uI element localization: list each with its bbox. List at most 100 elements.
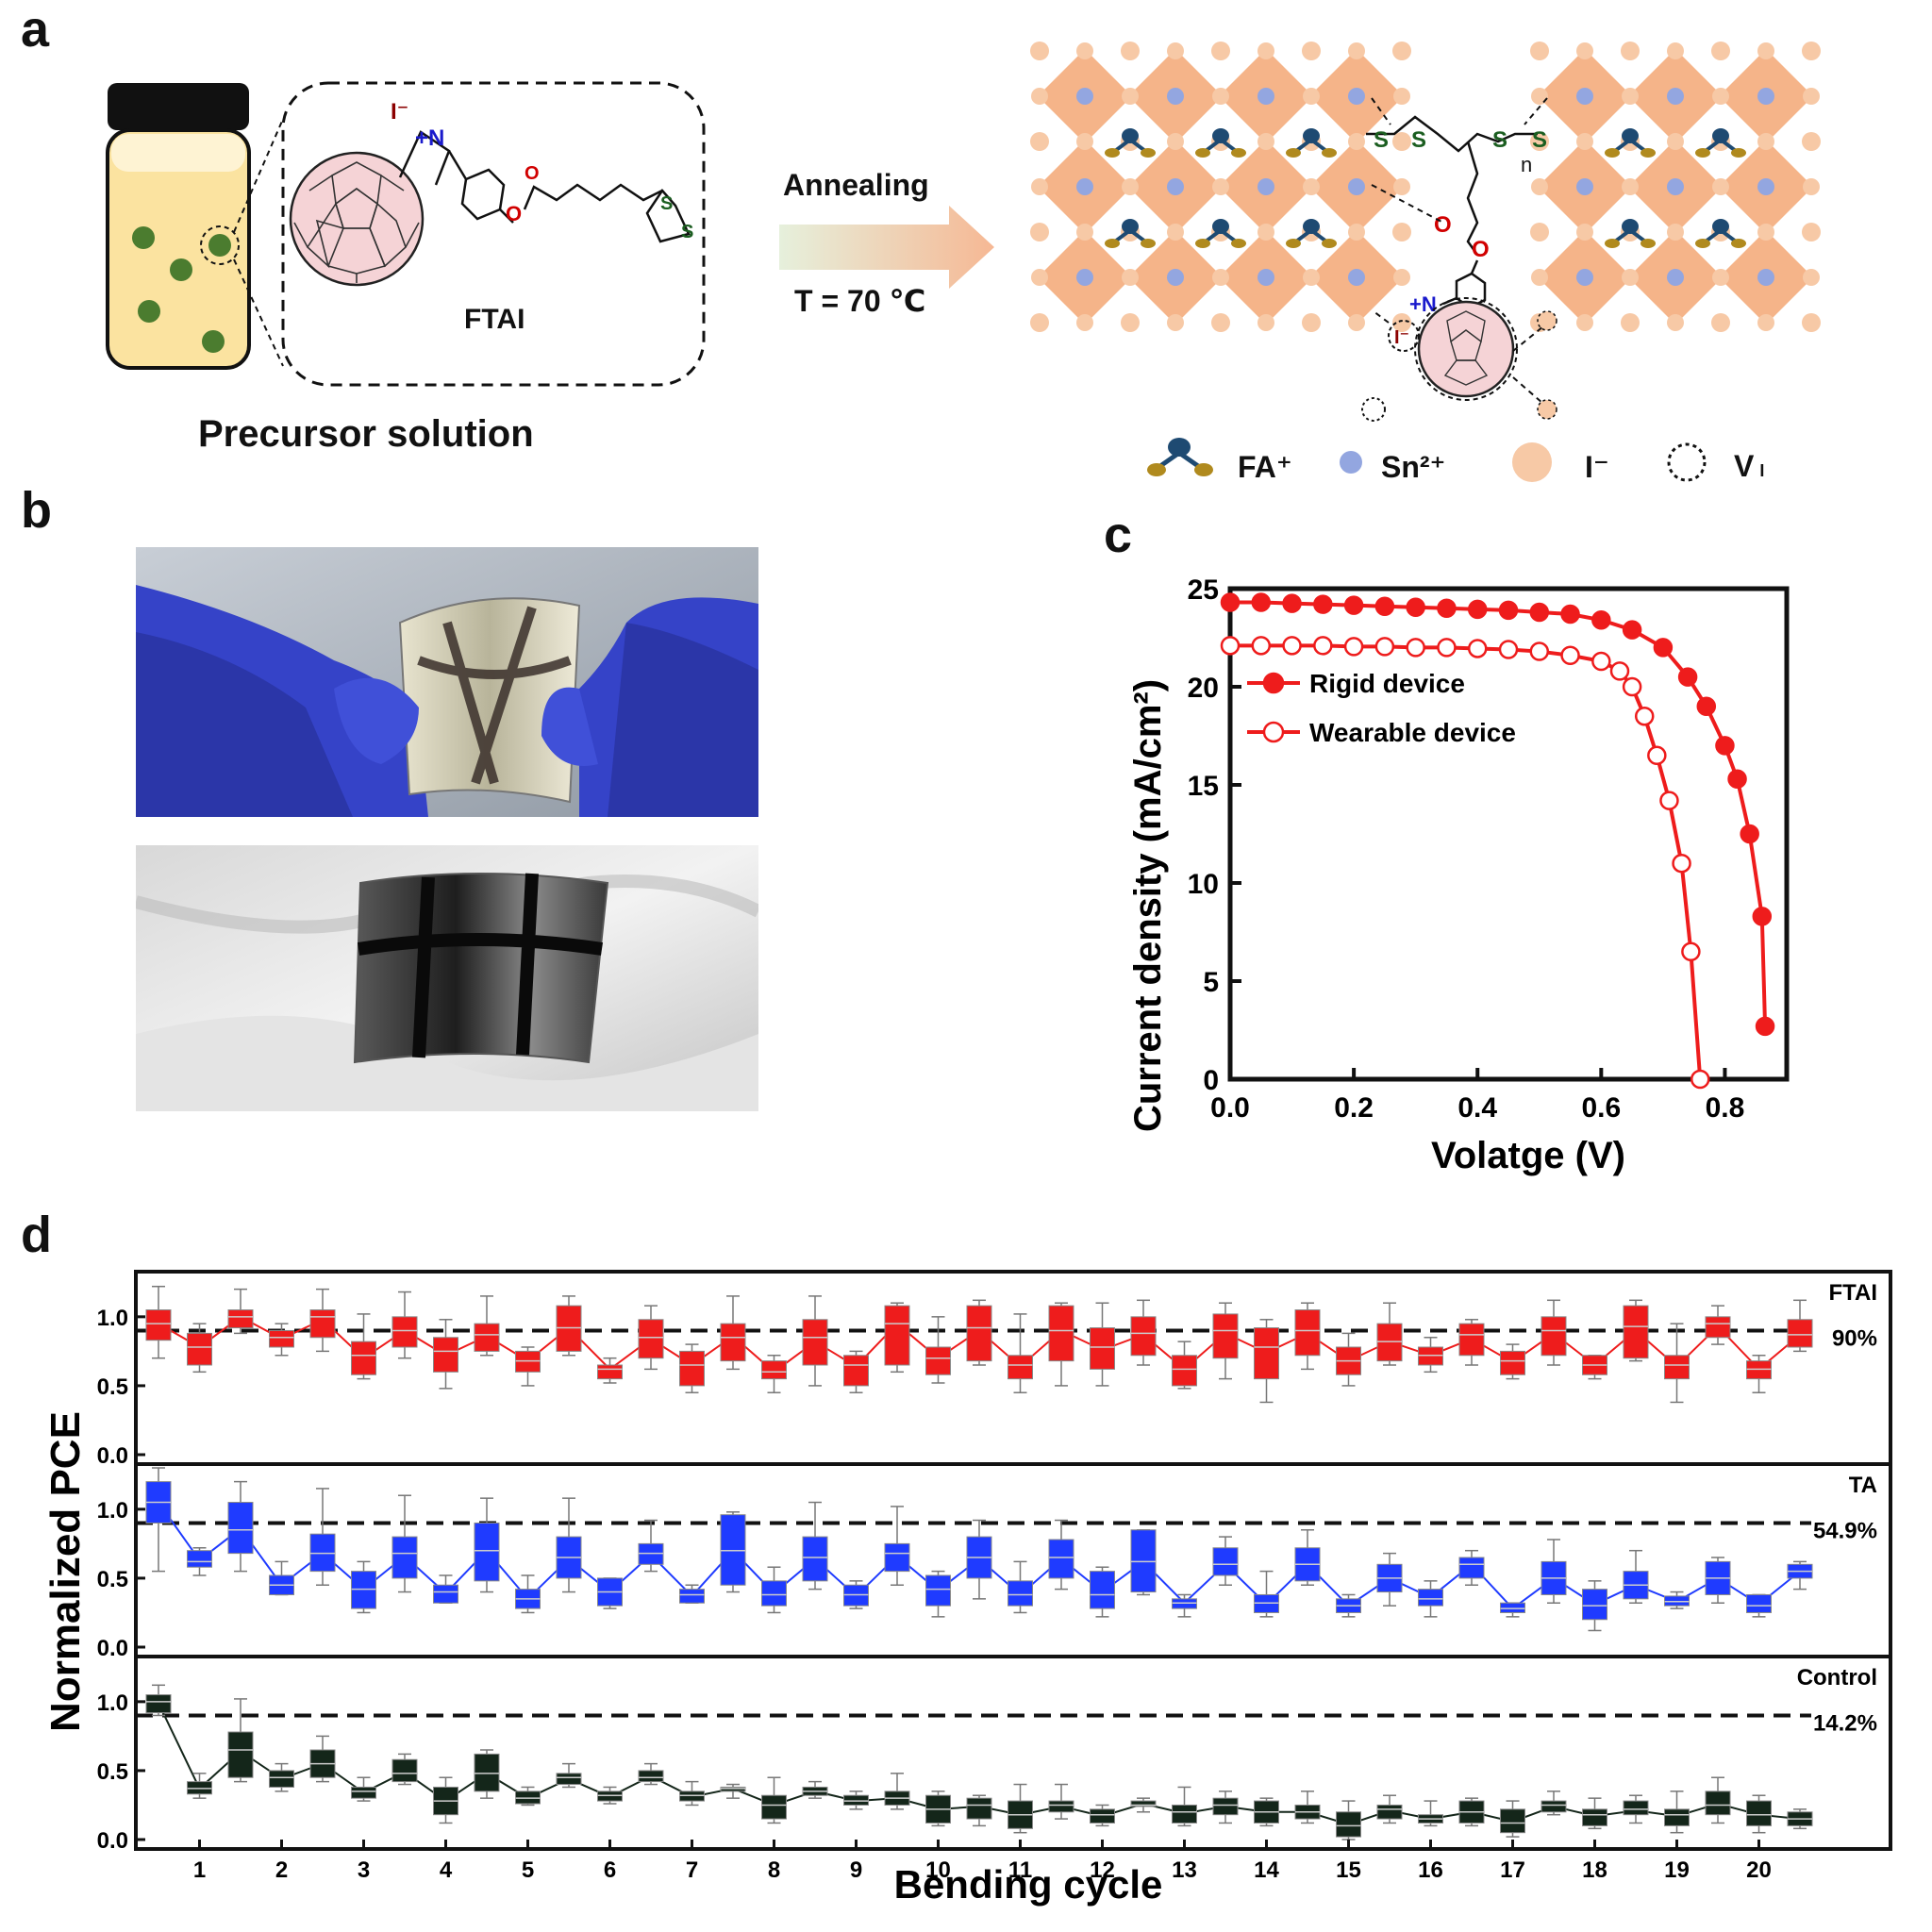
iodide-ion (1667, 314, 1684, 331)
jv-point (1715, 736, 1735, 756)
iodide-ion (1530, 132, 1549, 151)
x-tick-label: 10 (925, 1857, 951, 1883)
box (351, 1341, 376, 1375)
box (1008, 1355, 1033, 1380)
legend-iodide: I⁻ (1585, 450, 1609, 484)
box (1458, 1557, 1485, 1579)
jv-point (1374, 596, 1395, 616)
droplet (202, 330, 225, 353)
zoom-circle (200, 225, 240, 265)
box (1212, 1313, 1239, 1359)
box (925, 1346, 951, 1375)
fa-cation (1195, 219, 1246, 248)
box (1664, 1355, 1690, 1380)
legend-label: Rigid device (1309, 669, 1465, 698)
iodide-ion (1802, 223, 1821, 242)
linker-molecule: S S S S n O O +N I⁻ (1361, 97, 1557, 422)
tin-ion (1167, 178, 1184, 195)
annealing-label: Annealing (783, 168, 929, 202)
jv-series (1220, 592, 1775, 1090)
jv-point (1622, 676, 1642, 697)
jv-point (1498, 600, 1519, 621)
jv-point (1740, 824, 1759, 844)
box (597, 1364, 623, 1380)
x-tick-label: 19 (1664, 1857, 1690, 1883)
tin-ion (1076, 88, 1093, 105)
vial-highlight (111, 134, 245, 172)
box (1664, 1808, 1690, 1826)
sulfur-label: S (660, 193, 673, 214)
jv-point (1282, 636, 1302, 656)
box (1090, 1808, 1115, 1824)
ftai-molecule: I⁻ +N O O S S (289, 99, 693, 287)
x-tick-label: 0.2 (1334, 1092, 1374, 1124)
iodide-ion (1122, 88, 1139, 105)
droplet (132, 226, 155, 249)
jv-point (1647, 745, 1667, 766)
box (433, 1337, 458, 1373)
ester-oxygen-label: O (1472, 237, 1490, 262)
bending-box-chart: 0.00.51.0FTAI90%0.00.51.0TA54.9%0.00.51.… (42, 1270, 1892, 1907)
box (1541, 1316, 1567, 1357)
tin-ion (1257, 178, 1274, 195)
tin-ion (1076, 269, 1093, 286)
iodide-ion (1576, 314, 1593, 331)
dithiolane-ring (645, 188, 691, 243)
box (1705, 1316, 1731, 1339)
iodide-ion (1030, 42, 1049, 60)
molecule-box (281, 81, 706, 387)
iodide-ion (1303, 178, 1320, 195)
jv-point (1696, 696, 1717, 717)
ammonium-label: +N (1409, 292, 1437, 316)
iodide-ion (1667, 224, 1684, 241)
vial-cap (108, 83, 249, 130)
iodide-ion (1122, 178, 1139, 195)
jv-point (1467, 599, 1488, 620)
tin-ion (1348, 178, 1365, 195)
tin-ion (1576, 88, 1593, 105)
precursor-solution-label: Precursor solution (198, 413, 534, 455)
retention-label: 90% (1832, 1325, 1877, 1351)
fa-cation (1195, 128, 1246, 158)
iodide-ion (1576, 133, 1593, 150)
iodide-ion (1257, 42, 1274, 59)
box (187, 1550, 212, 1568)
iodide-ion (1531, 88, 1548, 105)
droplet (138, 300, 160, 323)
iodide-ion (1621, 42, 1640, 60)
jv-line-rigid (1230, 600, 1768, 1026)
fullerene-icon (289, 151, 425, 287)
box (679, 1589, 705, 1604)
jv-point (1467, 639, 1488, 658)
iodide-ion (1167, 133, 1184, 150)
x-tick-label: 13 (1172, 1857, 1197, 1883)
x-tick-label: 1 (193, 1857, 206, 1883)
lattice-legend (1147, 438, 1707, 482)
box (269, 1329, 294, 1348)
retention-label: 14.2% (1813, 1710, 1877, 1736)
x-tick-label: 5 (522, 1857, 534, 1883)
jv-point (1343, 595, 1364, 615)
x-tick-label: 3 (358, 1857, 370, 1883)
box (720, 1323, 746, 1362)
retention-label: 54.9% (1813, 1518, 1877, 1543)
iodide-ion (1803, 269, 1820, 286)
iodide-ion (1303, 88, 1320, 105)
iodide-ion (1802, 42, 1821, 60)
jv-point (1437, 598, 1457, 619)
perovskite-lattice (1030, 42, 1821, 332)
iodide-label: I⁻ (1394, 327, 1409, 348)
jv-x-axis-label: Volatge (V) (1431, 1135, 1625, 1176)
iodide-ion (1802, 132, 1821, 151)
box (1582, 1589, 1607, 1621)
x-tick-label: 0.0 (1210, 1092, 1250, 1124)
box (1705, 1790, 1731, 1816)
iodide-ion (1576, 224, 1593, 241)
iodide-ion (1757, 314, 1774, 331)
jv-point (1343, 637, 1364, 657)
x-tick-label: 0.6 (1581, 1092, 1621, 1124)
droplet (170, 258, 192, 281)
jv-point (1659, 791, 1679, 810)
